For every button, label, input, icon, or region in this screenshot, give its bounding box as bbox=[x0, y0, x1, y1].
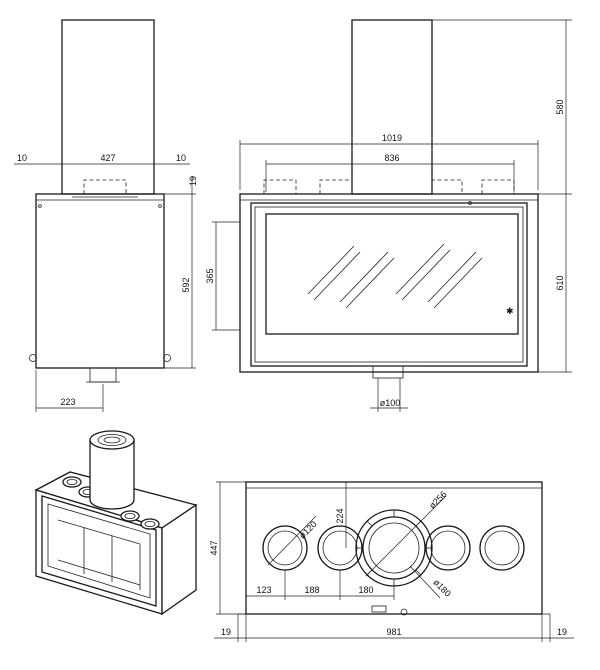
leader-outlet-diameter bbox=[267, 515, 317, 566]
dim-front-flue-height: 580 bbox=[555, 99, 565, 114]
side-flue-pipe bbox=[61, 19, 155, 195]
side-view: 427 10 10 19 592 223 bbox=[14, 19, 198, 412]
isometric-view bbox=[34, 430, 198, 616]
side-foot-right bbox=[163, 354, 171, 362]
front-door-inner bbox=[254, 206, 524, 363]
front-outlet-dashed bbox=[263, 179, 297, 194]
side-outlet-dashed bbox=[83, 179, 127, 194]
leader-collar-inner bbox=[409, 565, 441, 599]
iso-glass bbox=[47, 503, 151, 599]
iso-firebox-floor bbox=[57, 559, 141, 586]
front-outlet-dashed bbox=[431, 179, 463, 194]
dim-front-overall-width: 1019 bbox=[382, 133, 402, 143]
front-door-frame bbox=[250, 202, 528, 367]
dim-side-flue-offset: 223 bbox=[60, 397, 75, 407]
dim-plan-depth: 447 bbox=[209, 540, 219, 555]
leader-collar-outer bbox=[365, 495, 447, 577]
dim-front-door-height: 365 bbox=[205, 268, 215, 283]
iso-outlets bbox=[62, 476, 160, 530]
dim-side-top-offset: 19 bbox=[188, 176, 198, 186]
door-handle-icon[interactable]: ✱ bbox=[506, 306, 514, 316]
plan-collar-inner bbox=[368, 522, 420, 574]
glass-reflection-lines bbox=[307, 243, 483, 309]
dim-plan-left-margin: 19 bbox=[221, 627, 231, 637]
dim-side-flue-width: 427 bbox=[100, 153, 115, 163]
iso-chimney-pipe bbox=[89, 439, 135, 510]
dim-side-right-gap: 10 bbox=[176, 153, 186, 163]
dim-plan-right-margin: 19 bbox=[557, 627, 567, 637]
side-bolt-hole bbox=[38, 204, 42, 208]
side-bottom-spigot bbox=[89, 367, 117, 383]
front-outlet-dashed bbox=[319, 179, 353, 194]
side-body bbox=[35, 193, 165, 369]
plan-foot bbox=[400, 608, 408, 616]
dim-side-body-height: 592 bbox=[181, 277, 191, 292]
dim-plan-spacing-3: 180 bbox=[358, 585, 373, 595]
front-body bbox=[239, 193, 539, 373]
dim-front-body-height: 610 bbox=[555, 275, 565, 290]
front-view: ✱ 1019 836 580 610 365 ø100 bbox=[205, 19, 572, 412]
side-foot-left bbox=[29, 354, 37, 362]
iso-chimney-core bbox=[103, 436, 121, 444]
iso-chimney-top bbox=[89, 430, 135, 450]
dim-plan-collar-inner: ø180 bbox=[431, 577, 453, 599]
plan-spigot bbox=[371, 605, 387, 613]
dim-plan-collar-outer: ø256 bbox=[427, 489, 449, 511]
front-outlet-dashed bbox=[481, 179, 515, 194]
dim-front-flue-diameter: ø100 bbox=[380, 398, 401, 408]
dim-plan-total-width: 981 bbox=[386, 627, 401, 637]
iso-firebox-back bbox=[57, 519, 141, 590]
iso-side-face bbox=[161, 503, 197, 616]
dim-plan-spacing-1: 123 bbox=[256, 585, 271, 595]
front-flue-pipe bbox=[351, 19, 433, 195]
front-glass-panel bbox=[265, 213, 519, 335]
dim-front-inner-width: 836 bbox=[384, 153, 399, 163]
iso-door-frame bbox=[41, 495, 157, 607]
dim-plan-outlet-diameter: ø120 bbox=[297, 519, 319, 541]
iso-chimney-inner bbox=[97, 434, 127, 446]
side-bolt-hole bbox=[158, 204, 162, 208]
dim-side-left-gap: 10 bbox=[17, 153, 27, 163]
front-bolt-hole bbox=[468, 201, 472, 205]
dim-plan-collar-offset: 224 bbox=[335, 508, 345, 523]
dim-plan-spacing-2: 188 bbox=[304, 585, 319, 595]
plan-view: ø120 ø256 ø180 224 447 123 188 180 19 98… bbox=[209, 481, 574, 642]
